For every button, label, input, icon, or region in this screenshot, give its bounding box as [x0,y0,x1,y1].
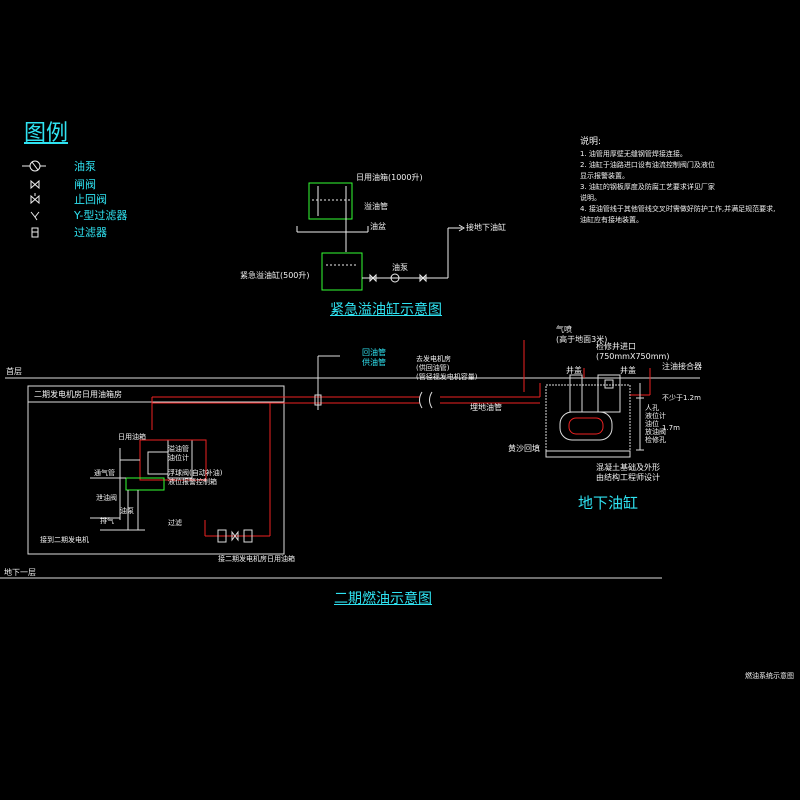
y-strainer-icon [30,211,40,221]
pump-icon [22,160,46,172]
drawing-title: 燃油系统示意图 [745,672,794,680]
overflow-diagram [296,182,465,291]
notes-list: 1. 油管用厚壁无缝钢管焊接连接。 2. 油缸于油路进口设有油流控制阀门及液位 显… [580,151,775,224]
underground-tank-title: 地下油缸 [578,494,639,512]
label-drip-tray: 油盆 [370,222,386,231]
legend-label-check-valve: 止回阀 [74,193,107,206]
tank-label-3: 放油阀 [645,428,666,436]
label-not-less: 不少于1.2m [662,394,701,402]
room-label-to-gen: 接到二期发电机 [40,536,89,544]
label-return-pipe: 回油管 [362,348,386,357]
room-label-x2: 油泵 [120,507,134,515]
note-line: 3. 油缸的钢板厚度及防腐工艺要求详见厂家 [580,183,715,191]
legend-label-y-strainer: Y-型过滤器 [74,209,128,222]
legend-title: 图例 [24,121,69,146]
label-concrete-2: 由结构工程师设计 [596,473,660,482]
label-overflow-pipe: 溢油管 [364,202,388,211]
label-mid-3: (管径视发电机容量) [416,373,478,381]
main-diagram [0,340,700,579]
legend-label-gate-valve: 闸阀 [74,178,96,191]
legend-label-pump: 油泵 [74,160,96,173]
label-concrete-1: 混凝土基础及外形 [596,463,660,472]
label-manhole-1: 检修井进口 [596,342,636,351]
label-emergency-tank: 紧急溢油缸(500升) [240,271,310,280]
label-to-underground: 接地下油缸 [466,223,506,232]
room-label: 二期发电机房日用油箱房 [34,390,122,399]
room-label-vent: 通气管 [94,469,115,477]
label-vent-1: 气喷 [556,325,572,334]
note-line: 4. 接油管线于其他管线交叉时需做好防护工作,并满足规范要求, [580,205,776,213]
overflow-caption: 紧急溢油缸示意图 [330,302,442,318]
label-well-left: 井盖 [566,366,582,375]
room-label-day-tank: 日用油箱 [118,433,146,441]
level-first: 首层 [6,367,22,376]
room-label-overflow: 溢油管 [168,445,189,453]
label-mid-1: 去发电机房 [416,355,451,363]
tank-label-2: 油位 [645,420,659,428]
room-label-x1: 排气 [100,517,114,525]
note-line: 说明。 [580,194,601,202]
note-line: 2. 油缸于油路进口设有油流控制阀门及液位 [580,161,715,169]
label-buried: 埋地油管 [470,403,502,412]
main-caption: 二期燃油示意图 [334,591,432,607]
label-vent-2: (高于地面3米) [556,335,608,344]
label-day-tank: 日用油箱(1000升) [356,173,423,182]
label-mid-2: (供回油管) [416,364,450,372]
bottom-note: 接二期发电机房日用油箱 [218,555,295,563]
notes-title: 说明: [580,137,602,147]
gate-valve-icon [30,179,40,190]
tank-label-4: 检修孔 [645,436,666,444]
filter-icon [31,227,39,238]
room-label-alarm: 液位报警控制箱 [168,478,217,486]
label-depth: 1.7m [662,424,680,432]
note-line: 显示报警装置。 [580,172,629,180]
label-supply-pipe: 供油管 [362,358,386,367]
label-pump: 油泵 [392,263,408,272]
legend-label-filter: 过滤器 [74,226,107,239]
note-line: 1. 油管用厚壁无缝钢管焊接连接。 [580,150,687,158]
label-well-right: 井盖 [620,366,636,375]
tank-label-1: 液位计 [645,412,666,420]
room-label-float: 浮球阀(自动补油) [168,469,223,477]
notes-block: 说明: 1. 油管用厚壁无缝钢管焊接连接。 2. 油缸于油路进口设有油流控制阀门及… [580,138,775,228]
level-basement: 地下一层 [4,568,36,577]
room-label-x3: 过滤 [168,519,182,527]
tank-label-0: 人孔 [645,404,659,412]
note-line: 油缸应有接地装置。 [580,216,643,224]
check-valve-icon [30,193,40,205]
label-level-controller: 注油接合器 [662,362,702,371]
label-sand: 黄沙回填 [508,444,540,453]
room-label-gauge: 油位计 [168,454,189,462]
room-label-drain: 泄油阀 [96,494,117,502]
label-manhole-2: (750mmX750mm) [596,352,670,361]
